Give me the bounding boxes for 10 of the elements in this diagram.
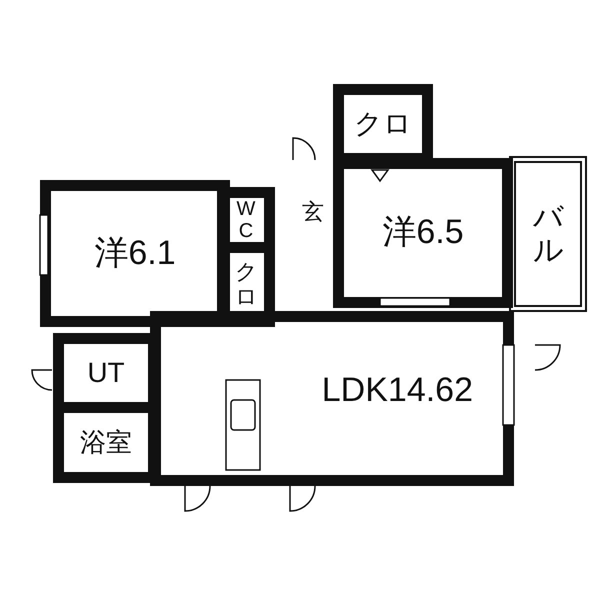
room-label: 洋6.1	[94, 234, 176, 272]
room-label: クロ	[235, 260, 257, 309]
room-label: 玄	[302, 200, 324, 224]
room-label: UT	[87, 358, 125, 388]
room-label: 浴室	[80, 428, 132, 457]
room-label: バル	[533, 201, 563, 267]
room-label: 洋6.5	[382, 214, 464, 252]
room-label: LDK14.62	[322, 372, 473, 410]
room-label: クロ	[354, 108, 412, 140]
room-label: WC	[236, 198, 256, 242]
